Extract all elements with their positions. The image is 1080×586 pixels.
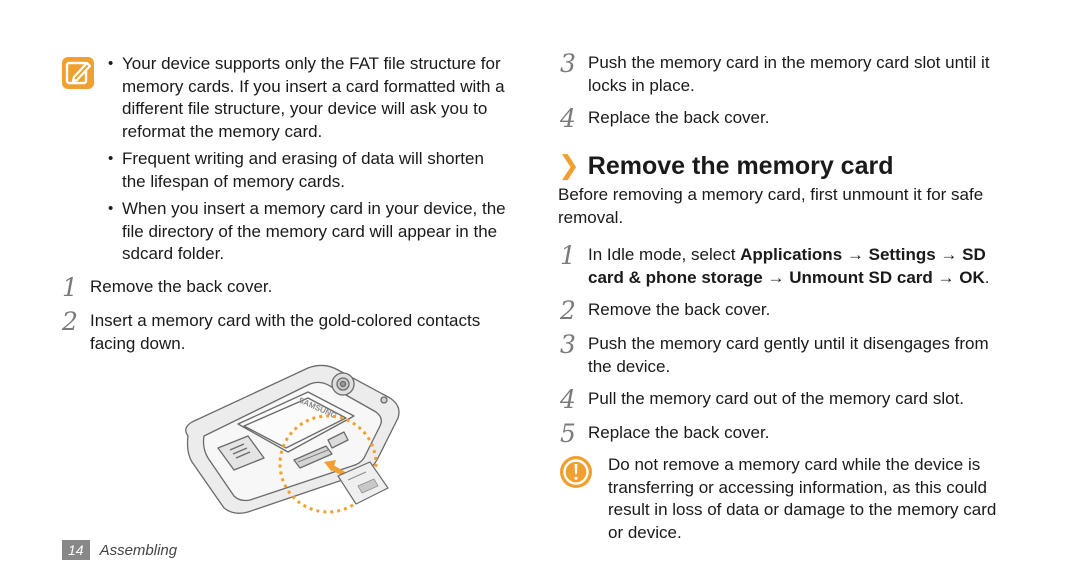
note-bullet: When you insert a memory card in your de… [108,198,508,266]
step-text: Insert a memory card with the gold-color… [90,311,481,353]
step-text: Replace the back cover. [588,108,770,127]
step-number: 3 [560,330,576,359]
step-number: 2 [560,296,576,325]
step-number: 4 [560,385,576,414]
insert-card-steps: 1 Remove the back cover. 2 Insert a memo… [62,273,512,355]
menu-arrow: → [932,267,960,287]
step-item: 1 Remove the back cover. [62,273,512,302]
section-heading: ❯Remove the memory card [558,150,893,181]
note-bullet: Your device supports only the FAT file s… [108,53,508,143]
step-text: Replace the back cover. [588,423,770,442]
menu-path-settings: Settings [868,245,936,264]
menu-arrow: → [762,267,790,287]
chapter-label: Assembling [99,541,178,559]
step-number: 2 [62,307,78,336]
memory-card [337,461,389,505]
step-item: 4 Pull the memory card out of the memory… [560,385,1020,414]
menu-path-ok: OK [959,267,985,287]
step-number: 1 [560,241,576,270]
menu-path-sd-storage: SD card & phone storage [588,245,986,287]
menu-path-applications: Applications [740,245,843,264]
menu-path-unmount: Unmount SD card [789,267,933,287]
remove-card-steps: 1 In Idle mode, select Applications → Se… [560,241,1020,448]
step-text: Pull the memory card out of the memory c… [588,389,965,408]
step-item: 1 In Idle mode, select Applications → Se… [560,241,1020,289]
step-text: Push the memory card gently until it dis… [588,334,989,376]
step-text-suffix: . [984,267,990,287]
step-text: In Idle mode, select Applications → Sett… [588,244,1008,289]
memory-card-insertion-illustration: SAMSUNG [185,364,400,514]
note-pencil-icon [62,57,94,89]
step-text: Remove the back cover. [588,300,771,319]
step-item: 3 Push the memory card in the memory car… [560,49,1020,97]
section-title-text: Remove the memory card [587,152,894,180]
memory-card-note: Your device supports only the FAT file s… [60,53,530,271]
step-number: 5 [560,419,576,448]
step-text-prefix: In Idle mode, select [588,245,741,264]
page-number: 14 [62,540,90,560]
step-number: 4 [560,104,576,133]
menu-arrow: → [935,245,963,264]
warning-exclamation-icon [560,456,592,488]
warning-text: Do not remove a memory card while the de… [608,455,997,542]
step-item: 5 Replace the back cover. [560,419,1020,448]
step-number: 1 [62,273,78,302]
step-item: 3 Push the memory card gently until it d… [560,330,1020,378]
chevron-right-icon: ❯ [558,150,580,180]
step-item: 2 Insert a memory card with the gold-col… [62,307,512,355]
note-bullet-list: Your device supports only the FAT file s… [108,53,508,271]
warning-note: Do not remove a memory card while the de… [558,454,1020,544]
note-bullet: Frequent writing and erasing of data wil… [108,148,508,193]
insert-card-steps-continued: 3 Push the memory card in the memory car… [560,49,1020,133]
step-item: 2 Remove the back cover. [560,296,1020,325]
menu-arrow: → [842,245,869,264]
section-intro: Before removing a memory card, first unm… [558,185,984,227]
page-footer: 14 Assembling [62,540,177,560]
step-text: Remove the back cover. [90,277,273,296]
step-item: 4 Replace the back cover. [560,104,1020,133]
step-number: 3 [560,49,576,78]
step-text: Push the memory card in the memory card … [588,53,990,95]
